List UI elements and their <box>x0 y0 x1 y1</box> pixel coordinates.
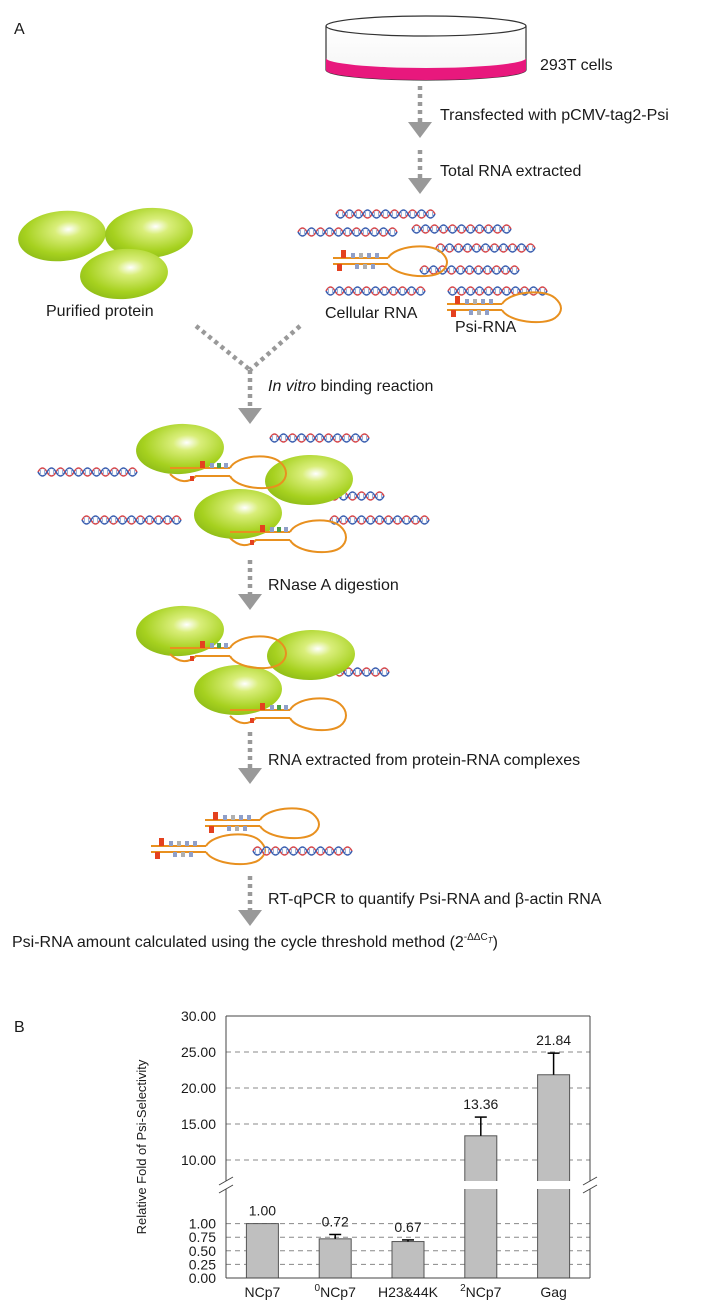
y-tick-label: 0.00 <box>189 1270 216 1286</box>
x-tick-label: H23&44K <box>378 1284 439 1300</box>
protein-blob-icon <box>134 603 356 717</box>
y-tick-label: 30.00 <box>181 1008 216 1024</box>
axis-break-mark <box>582 1176 598 1186</box>
step-extracted: RNA extracted from protein-RNA complexes <box>268 752 580 769</box>
psi-rna-hairpin-icon <box>150 807 320 866</box>
bar <box>318 1238 352 1279</box>
cellular-rna-label: Cellular RNA <box>325 305 418 322</box>
y-tick-label: 1.00 <box>189 1216 216 1232</box>
cells-label: 293T cells <box>540 57 613 74</box>
protein-blob-icon <box>134 421 354 541</box>
y-tick-label: 0.75 <box>189 1229 216 1245</box>
bar <box>537 1074 571 1279</box>
data-label: 21.84 <box>536 1032 571 1048</box>
data-label: 0.72 <box>322 1213 349 1229</box>
final-calculation: Psi-RNA amount calculated using the cycl… <box>12 932 498 951</box>
y-tick-label: 20.00 <box>181 1080 216 1096</box>
data-label: 13.36 <box>463 1096 498 1112</box>
y-tick-label: 0.25 <box>189 1256 216 1272</box>
axis-break-mark <box>218 1184 234 1194</box>
bar-chart: 0.000.250.500.751.0010.0015.0020.0025.00… <box>134 1008 598 1300</box>
petri-dish-icon <box>325 15 527 81</box>
y-tick-label: 10.00 <box>181 1152 216 1168</box>
psi-rna-label: Psi-RNA <box>455 319 517 336</box>
axis-break-mark <box>218 1176 234 1186</box>
axis-break-band <box>223 1181 593 1189</box>
purified-protein-label: Purified protein <box>46 303 154 320</box>
step-rt-qpcr: RT-qPCR to quantify Psi-RNA and β-actin … <box>268 891 602 908</box>
dotted-arrow-icon <box>238 732 262 784</box>
dotted-arrow-icon <box>408 150 432 194</box>
x-tick-label: 2NCp7 <box>460 1283 502 1300</box>
panel-label-a: A <box>14 21 25 38</box>
x-tick-label-main: NCp7 <box>466 1284 502 1300</box>
x-tick-label-main: Gag <box>540 1284 566 1300</box>
data-label: 1.00 <box>249 1203 276 1219</box>
x-tick-label-sup: 2 <box>460 1283 466 1294</box>
y-tick-label: 25.00 <box>181 1044 216 1060</box>
bar <box>464 1135 498 1279</box>
step-rnase: RNase A digestion <box>268 577 399 594</box>
x-tick-label: 0NCp7 <box>315 1283 357 1300</box>
x-tick-label-main: H23&44K <box>378 1284 439 1300</box>
protein-blob-icon <box>15 204 195 303</box>
dotted-arrow-icon <box>194 324 302 424</box>
rna-helix-icon <box>252 846 353 856</box>
dotted-arrow-icon <box>238 560 262 610</box>
data-label: 0.67 <box>394 1219 421 1235</box>
step-total-rna: Total RNA extracted <box>440 163 581 180</box>
y-tick-label: 0.50 <box>189 1243 216 1259</box>
y-axis-title: Relative Fold of Psi-Selectivity <box>134 1059 149 1234</box>
x-tick-label-sup: 0 <box>315 1283 321 1294</box>
axis-break-mark <box>582 1184 598 1194</box>
x-tick-label-main: NCp7 <box>320 1284 356 1300</box>
rna-helix-icon <box>297 209 548 296</box>
x-tick-label: NCp7 <box>245 1284 281 1300</box>
dotted-arrow-icon <box>238 876 262 926</box>
bar <box>391 1241 425 1279</box>
x-tick-label: Gag <box>540 1284 566 1300</box>
dotted-arrow-icon <box>408 86 432 138</box>
step-binding: In vitro binding reaction <box>268 378 433 395</box>
step-transfected: Transfected with pCMV-tag2-Psi <box>440 107 669 124</box>
y-tick-label: 15.00 <box>181 1116 216 1132</box>
panel-label-b: B <box>14 1019 25 1036</box>
x-tick-label-main: NCp7 <box>245 1284 281 1300</box>
bar <box>245 1223 279 1279</box>
